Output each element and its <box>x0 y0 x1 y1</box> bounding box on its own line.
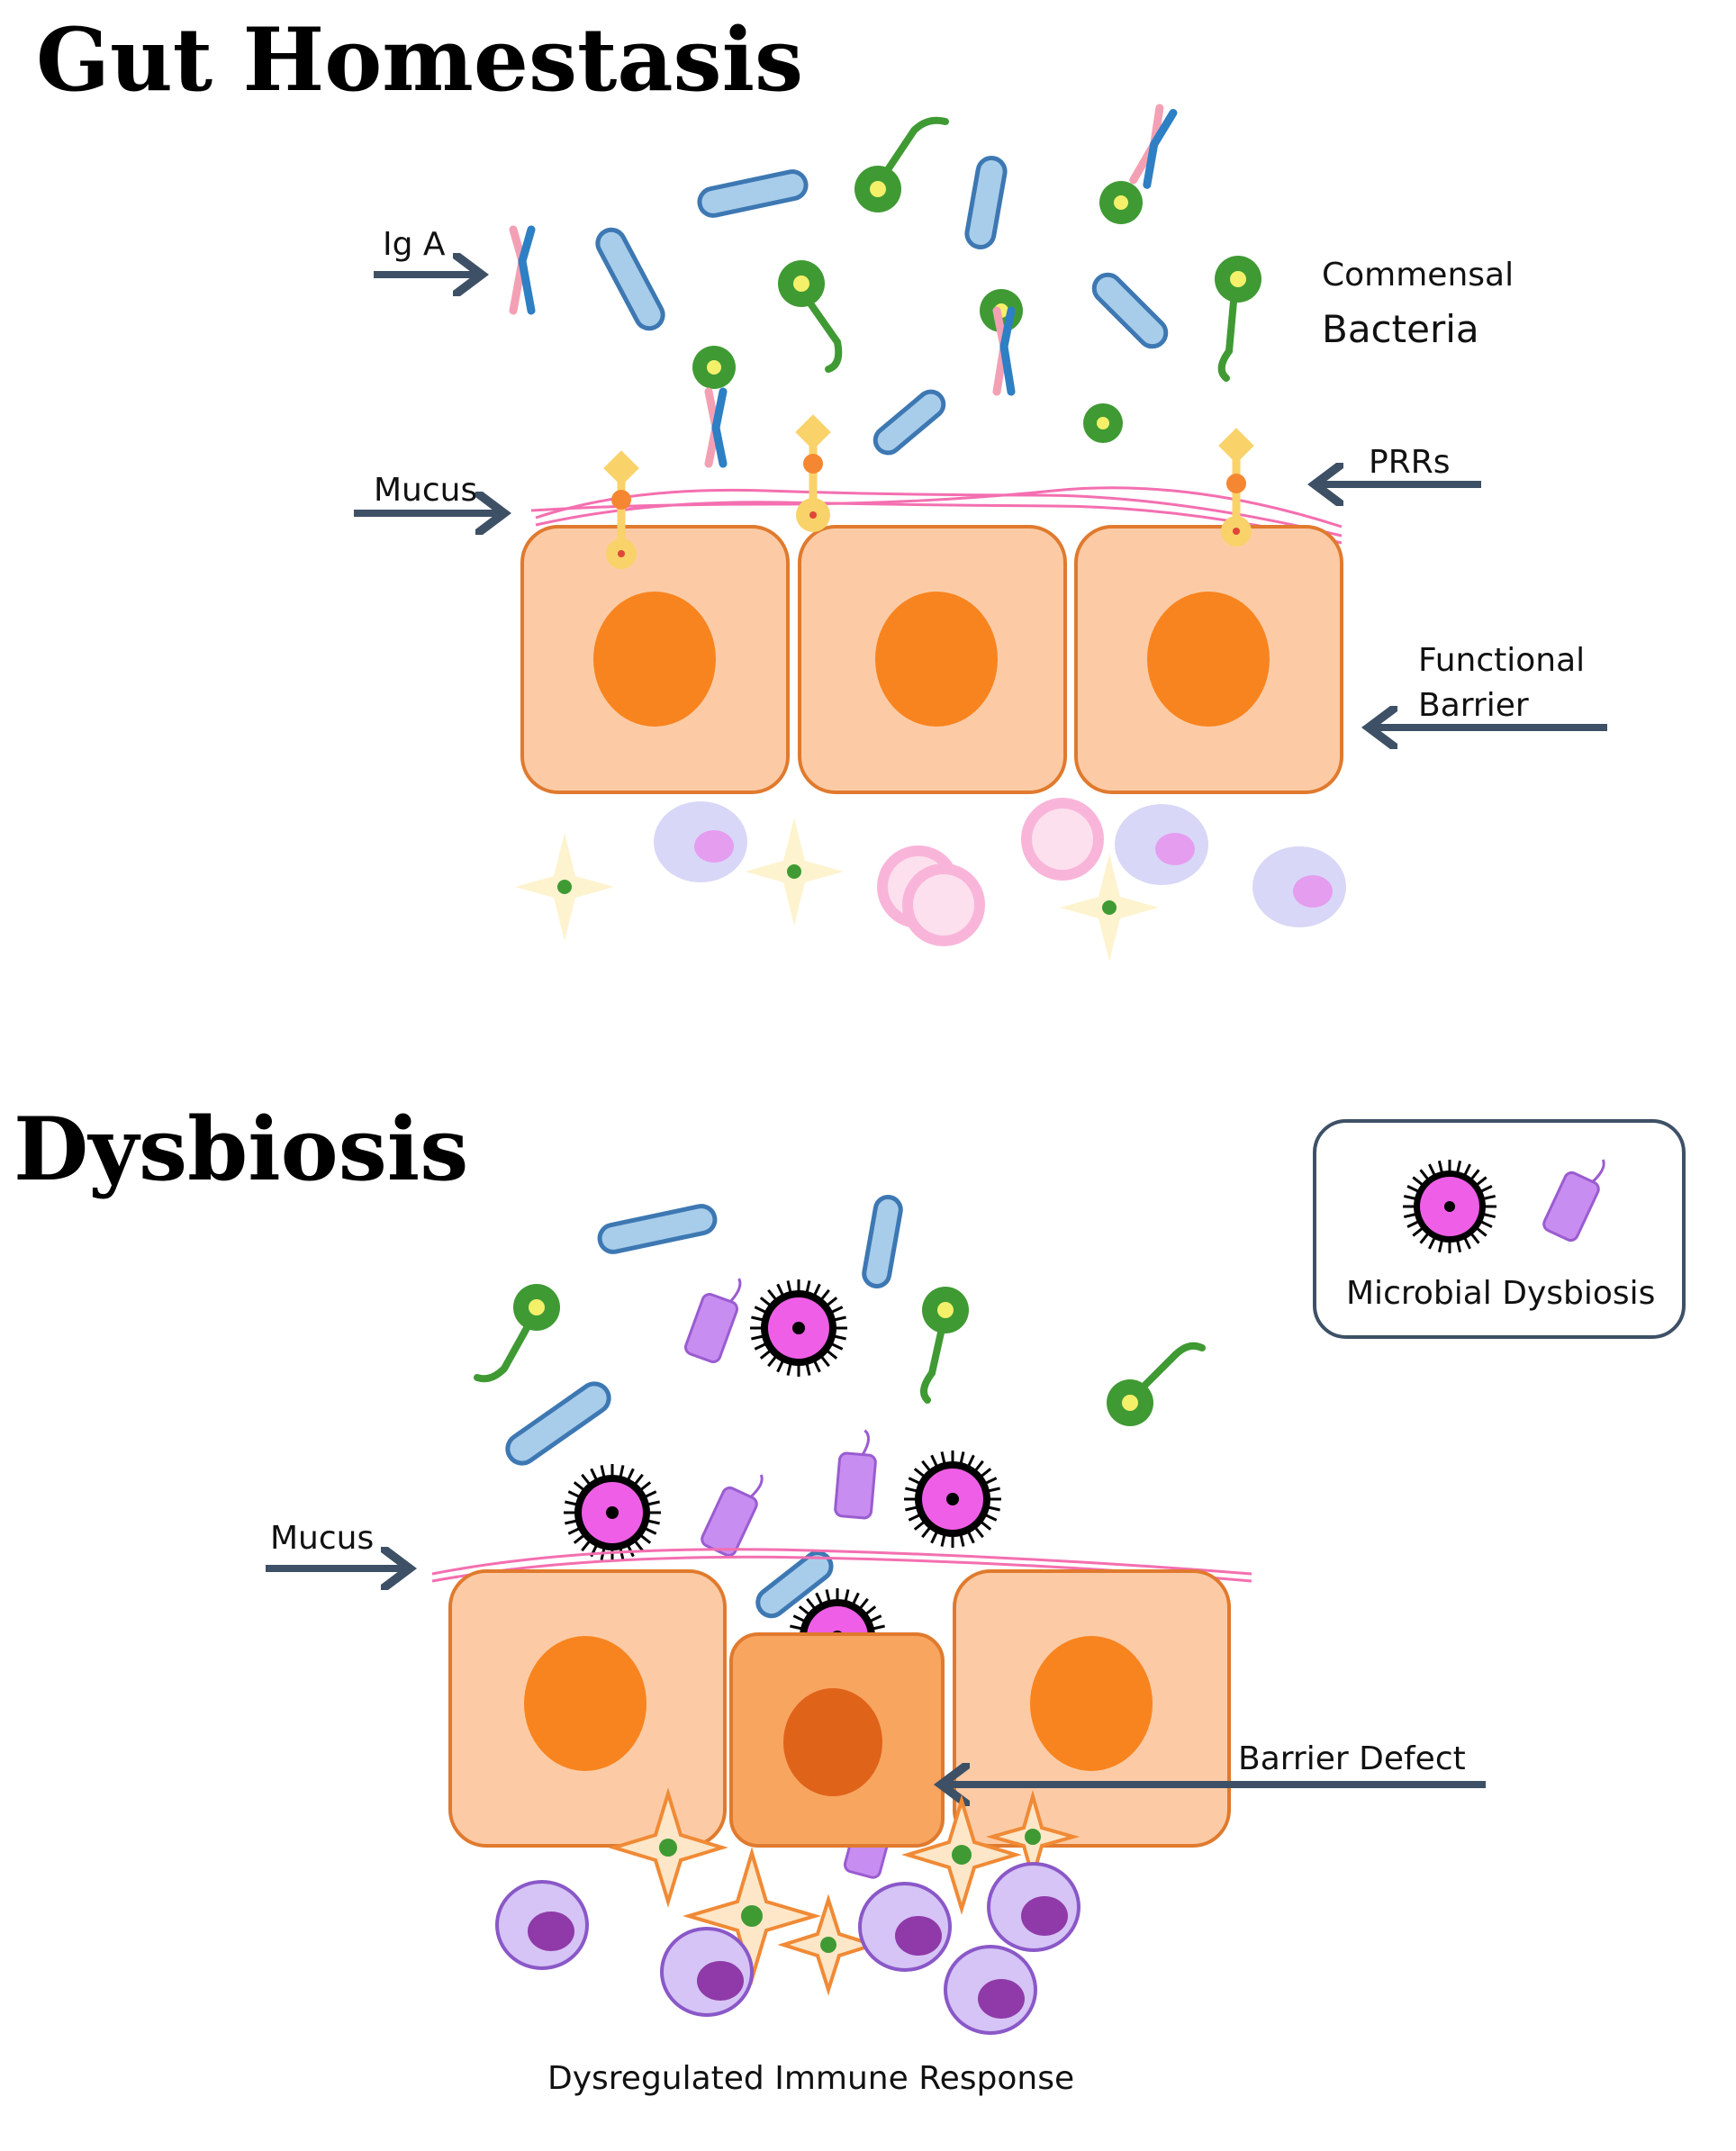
spiky-bacterium <box>564 1464 661 1561</box>
nucleus <box>875 592 998 727</box>
lymphocyte <box>660 1927 754 2017</box>
rod-bacterium <box>697 169 809 218</box>
dendritic-cell <box>1060 854 1159 962</box>
barrier-defect-label: Barrier Defect <box>1238 1740 1466 1777</box>
bacterium-spikes <box>750 1279 847 1377</box>
plasma-cell <box>1021 798 1104 881</box>
lymphocyte <box>987 1862 1080 1952</box>
dendritic-cell <box>745 818 844 926</box>
green-bacterium <box>1083 403 1123 443</box>
immune-cells-top <box>515 798 1346 962</box>
nucleus <box>524 1636 646 1771</box>
green-bacterium <box>778 260 843 373</box>
green-bacterium <box>854 116 949 212</box>
spiky-bacterium-icon <box>1403 1160 1496 1253</box>
dendritic-cell <box>777 1893 880 1996</box>
immune-cells-bottom <box>495 1787 1080 2035</box>
lymphocyte <box>858 1882 952 1972</box>
mucus-label-bottom: Mucus <box>270 1520 374 1557</box>
dendritic-cell <box>515 833 614 941</box>
rod-bacterium <box>873 389 946 456</box>
green-bacterium <box>1215 256 1261 382</box>
legend-box: Microbial Dysbiosis <box>1313 1119 1686 1339</box>
capsule-bacterium-icon <box>1542 1159 1605 1243</box>
rod-bacterium <box>595 227 665 331</box>
prr-receptor <box>1218 428 1254 547</box>
dendritic-cell <box>608 1787 728 1908</box>
iga-label: Ig A <box>383 226 446 263</box>
nucleus <box>783 1688 882 1796</box>
green-bacterium <box>1107 1342 1206 1426</box>
bottom-title: Dysbiosis <box>14 1098 468 1200</box>
capsule-bacterium <box>834 1429 877 1520</box>
functional-label-2: Barrier <box>1418 687 1529 724</box>
functional-label-1: Functional <box>1418 642 1585 679</box>
commensal-label-2: Bacteria <box>1322 307 1479 351</box>
prr-receptor <box>795 414 831 532</box>
epithelium-bottom <box>448 1569 1231 1848</box>
rod-bacterium <box>597 1204 718 1254</box>
bacterium-spikes <box>904 1451 1001 1548</box>
lymphocyte <box>1252 846 1346 927</box>
plasma-cell <box>902 863 985 946</box>
green-bacterium <box>474 1284 560 1383</box>
rod-bacterium <box>862 1195 903 1288</box>
nucleus <box>593 592 716 727</box>
immune-response-label: Dysregulated Immune Response <box>547 2060 1074 2097</box>
green-bacterium <box>1099 181 1143 224</box>
top-title: Gut Homestasis <box>36 9 803 111</box>
dendritic-cell <box>901 1794 1022 1915</box>
spiky-bacterium <box>750 1279 847 1377</box>
iga-antibody <box>509 225 536 315</box>
mucus-label-top: Mucus <box>374 472 477 509</box>
capsule-bacterium <box>701 1474 764 1558</box>
rod-bacterium <box>505 1381 611 1466</box>
iga-antibody <box>1129 104 1178 189</box>
lymphocyte <box>1115 804 1208 885</box>
commensal-label-1: Commensal <box>1322 257 1514 294</box>
spiky-bacterium <box>904 1451 1001 1548</box>
mucus-layer-top <box>530 486 1343 545</box>
lymphocyte <box>495 1880 589 1970</box>
nucleus <box>1147 592 1270 727</box>
green-bacterium <box>692 346 736 389</box>
prr-receptor <box>603 450 639 569</box>
rod-bacterium <box>964 156 1008 249</box>
lymphocyte <box>654 801 747 882</box>
iga-antibody <box>992 306 1016 396</box>
rod-bacterium <box>1091 272 1169 349</box>
iga-antibodies <box>509 104 1178 468</box>
epithelium-top <box>520 525 1343 794</box>
iga-antibody <box>704 387 728 468</box>
capsule-bacterium <box>683 1278 742 1363</box>
prrs-label: PRRs <box>1369 444 1451 481</box>
bottom-bacteria <box>474 1195 1206 1879</box>
nucleus <box>1030 1636 1153 1771</box>
commensal-rods <box>595 156 1169 456</box>
legend-label: Microbial Dysbiosis <box>1346 1275 1655 1312</box>
lymphocyte <box>944 1945 1037 2035</box>
bacterium-spikes <box>1403 1160 1496 1253</box>
green-bacterium <box>920 1287 969 1404</box>
